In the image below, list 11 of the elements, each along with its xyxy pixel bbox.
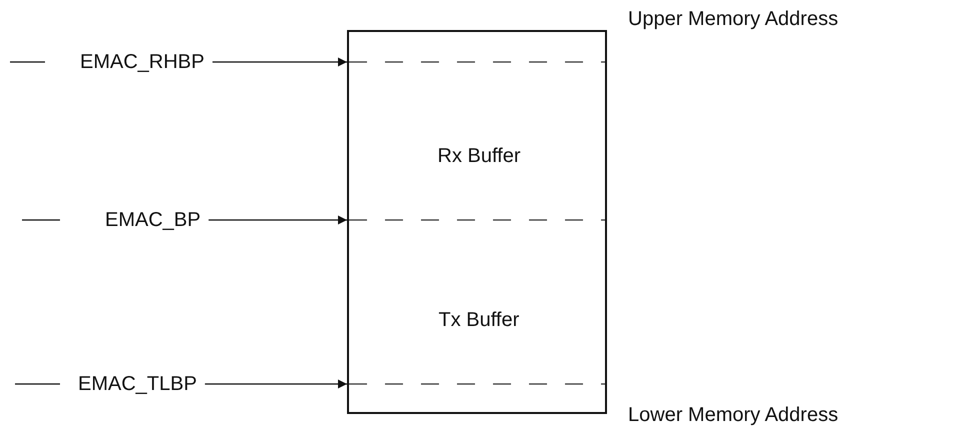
pointer-label: EMAC_TLBP: [78, 372, 197, 396]
buffer-label: Rx Buffer: [438, 144, 520, 168]
address-label: Lower Memory Address: [628, 404, 838, 427]
buffer-label: Tx Buffer: [438, 308, 520, 332]
memory-block: [347, 30, 607, 414]
arrow: [14, 380, 348, 388]
arrow: [21, 216, 348, 224]
arrow: [9, 58, 348, 66]
pointer-label: EMAC_RHBP: [80, 50, 204, 74]
address-label: Upper Memory Address: [628, 8, 838, 31]
pointer-label: EMAC_BP: [105, 208, 201, 232]
